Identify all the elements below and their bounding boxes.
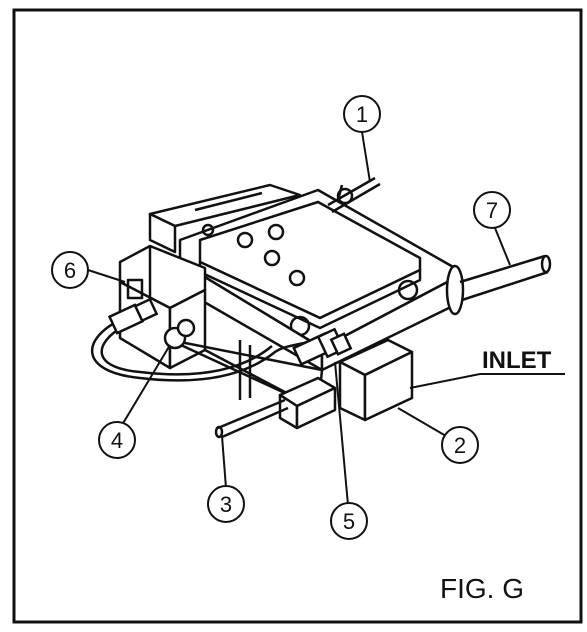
- callout-6-circle: [51, 251, 89, 289]
- fittings: [107, 297, 353, 367]
- callout-4-number: 4: [111, 428, 123, 453]
- figure-caption: FIG. G: [440, 573, 524, 604]
- callout-5-circle: [330, 502, 368, 540]
- device-rods: [91, 176, 552, 439]
- callout-1-number: 1: [356, 102, 368, 127]
- callout-7-number: 7: [486, 198, 498, 223]
- callout-2-number: 2: [454, 433, 466, 458]
- callout-5-number: 5: [343, 509, 355, 534]
- callout-3-circle: [207, 485, 245, 523]
- callouts: [51, 95, 565, 540]
- inlet-label: INLET: [482, 347, 552, 374]
- callout-2-circle: [441, 426, 479, 464]
- callout-4-circle: [98, 421, 136, 459]
- callout-6-number: 6: [64, 258, 76, 283]
- callout-1-circle: [343, 95, 381, 133]
- callout-3-number: 3: [220, 492, 232, 517]
- callout-numbers: 1 2 3 4 5 6 7: [64, 102, 498, 534]
- device-drawing: [118, 183, 465, 430]
- callout-7-circle: [473, 191, 511, 229]
- figure-frame: [12, 8, 583, 624]
